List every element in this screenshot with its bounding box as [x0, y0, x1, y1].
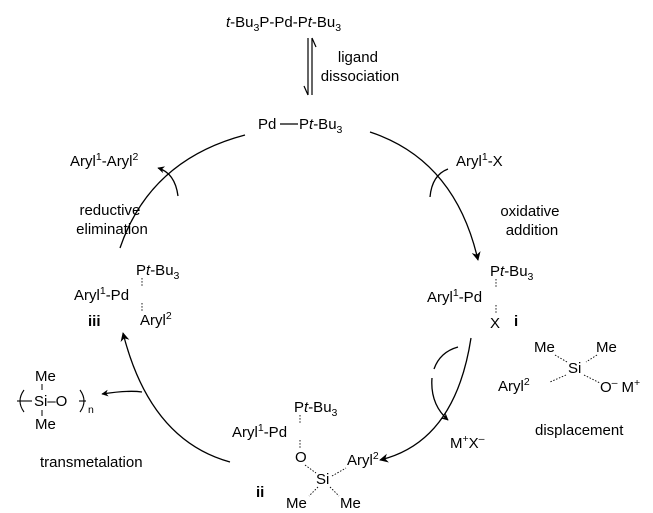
svg-text:Aryl1-Pd: Aryl1-Pd — [427, 287, 482, 306]
svg-text:Me: Me — [35, 416, 56, 433]
salt-byproduct: M+X– — [450, 433, 485, 452]
complex-iii: Pt-Bu3 Aryl1-Pd Aryl2 iii — [74, 262, 180, 330]
arc-oxidative-addition — [369, 131, 481, 261]
svg-text:Me: Me — [596, 339, 617, 356]
coupling-product: Aryl1-Aryl2 — [70, 151, 139, 170]
equilibrium-arrows — [303, 37, 317, 96]
polysiloxane-release-arrow — [101, 389, 143, 397]
silanolate-entry-arrow — [433, 346, 459, 370]
complex-i-label: i — [514, 313, 518, 330]
svg-text:Me: Me — [286, 495, 307, 512]
salt-release-arrow — [431, 377, 449, 421]
polysiloxane-byproduct: Me Si–O n Me — [17, 368, 94, 433]
svg-text:Pt-Bu3: Pt-Bu3 — [136, 262, 180, 282]
reductive-elimination-label: reductive elimination — [76, 202, 148, 238]
svg-text:X: X — [490, 315, 500, 332]
complex-iii-label: iii — [88, 313, 101, 330]
svg-text:Pt-Bu3: Pt-Bu3 — [490, 263, 534, 283]
arc-reductive-elimination — [119, 134, 246, 249]
arc-displacement — [379, 337, 472, 463]
complex-ii-label: ii — [256, 484, 264, 501]
top-complex: t-Bu3P-Pd-Pt-Bu3 — [226, 14, 341, 34]
aryl-halide: Aryl1-X — [456, 151, 503, 170]
displacement-label: displacement — [535, 422, 624, 439]
svg-text:Me: Me — [534, 339, 555, 356]
pd-catalyst: Pd — [258, 116, 276, 133]
arc-transmetalation — [120, 332, 231, 463]
svg-text:Aryl2: Aryl2 — [347, 450, 379, 469]
svg-text:Si: Si — [316, 471, 329, 488]
svg-text:n: n — [88, 404, 94, 416]
svg-text:Aryl1-Pd: Aryl1-Pd — [232, 422, 287, 441]
svg-text:Si–O: Si–O — [34, 393, 67, 410]
aryl-halide-entry-arrow — [429, 168, 449, 198]
pd-catalyst-ligand: Pt-Bu3 — [299, 116, 343, 136]
oxidative-addition-label: oxidative addition — [500, 203, 563, 239]
transmetalation-label: transmetalation — [40, 454, 143, 471]
svg-text:O: O — [295, 449, 307, 466]
dissociation-label: ligand dissociation — [321, 49, 399, 85]
product-release-arrow — [157, 166, 179, 197]
svg-text:Me: Me — [340, 495, 361, 512]
svg-text:Aryl2: Aryl2 — [498, 376, 530, 395]
svg-text:Aryl2: Aryl2 — [140, 310, 172, 329]
svg-text:O–M+: O–M+ — [600, 377, 640, 396]
complex-ii: Pt-Bu3 Aryl1-Pd O Si Aryl2 Me Me ii — [232, 399, 379, 512]
svg-text:Pt-Bu3: Pt-Bu3 — [294, 399, 338, 419]
svg-text:Aryl1-Pd: Aryl1-Pd — [74, 285, 129, 304]
svg-text:Si: Si — [568, 360, 581, 377]
svg-text:Me: Me — [35, 368, 56, 385]
silanolate-reagent: Me Me Si Aryl2 O–M+ — [498, 339, 640, 396]
complex-i: Pt-Bu3 Aryl1-Pd X i — [427, 263, 534, 332]
